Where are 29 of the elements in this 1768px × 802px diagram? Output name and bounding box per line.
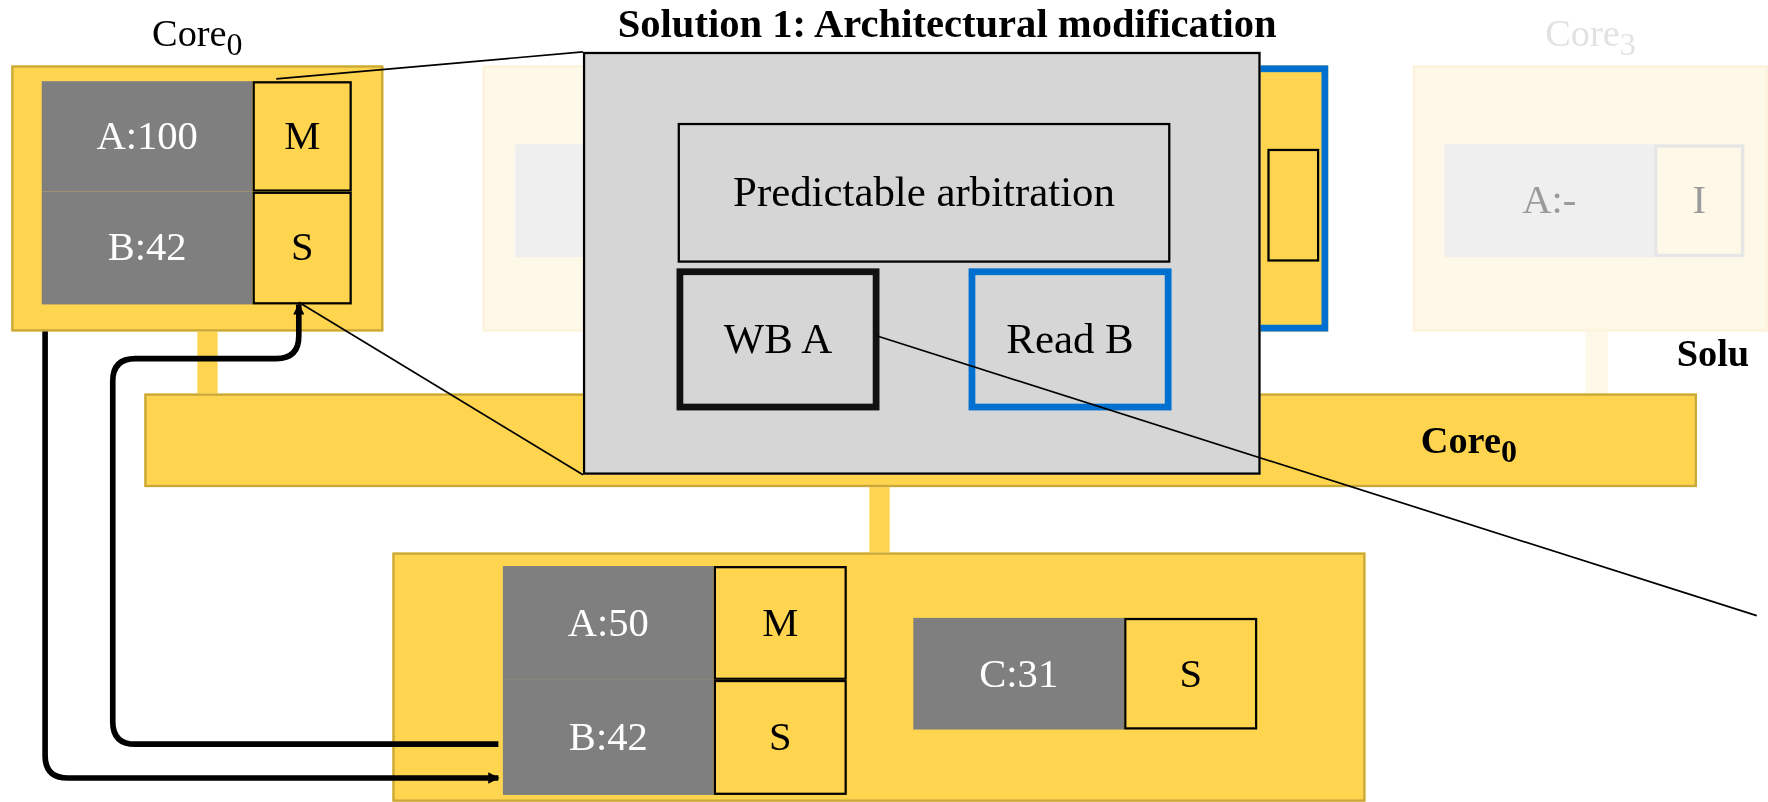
diagram-title: Solution 1: Architectural modification	[617, 0, 1277, 48]
arbiter-box: Predictable arbitration	[677, 122, 1171, 263]
data-cell: A:-	[1444, 144, 1655, 258]
state-cell: S	[252, 191, 352, 305]
data-cell: A:50	[502, 566, 714, 680]
core-label: Core$_{0}$	[152, 11, 243, 64]
node-label: A:100	[96, 113, 198, 159]
request-box: Read B	[968, 268, 1172, 411]
data-cell: B:42	[41, 191, 253, 305]
state-cell: S	[1124, 617, 1258, 730]
heading-text: Solu	[1676, 332, 1750, 376]
arrow	[109, 303, 499, 747]
request-box: WB A	[676, 268, 880, 411]
node-label: A:50	[567, 599, 649, 645]
shared-cache-box	[392, 552, 1366, 802]
bus-label: Core$_{0}$	[1420, 418, 1517, 471]
state-cell: M	[713, 566, 847, 680]
node-label: B:42	[568, 714, 648, 760]
data-cell: A:100	[41, 81, 253, 192]
magnified-view-tooltip	[582, 51, 1261, 475]
state-cell: S	[713, 679, 847, 795]
leader-line	[297, 301, 584, 476]
node-label: B:42	[107, 224, 187, 270]
state-cell: I	[1654, 144, 1745, 258]
arrow	[42, 331, 500, 784]
data-cell: C:31	[913, 617, 1125, 730]
state-cell: M	[252, 81, 352, 192]
leader-line	[876, 335, 1758, 617]
data-cell: B:42	[502, 679, 714, 795]
